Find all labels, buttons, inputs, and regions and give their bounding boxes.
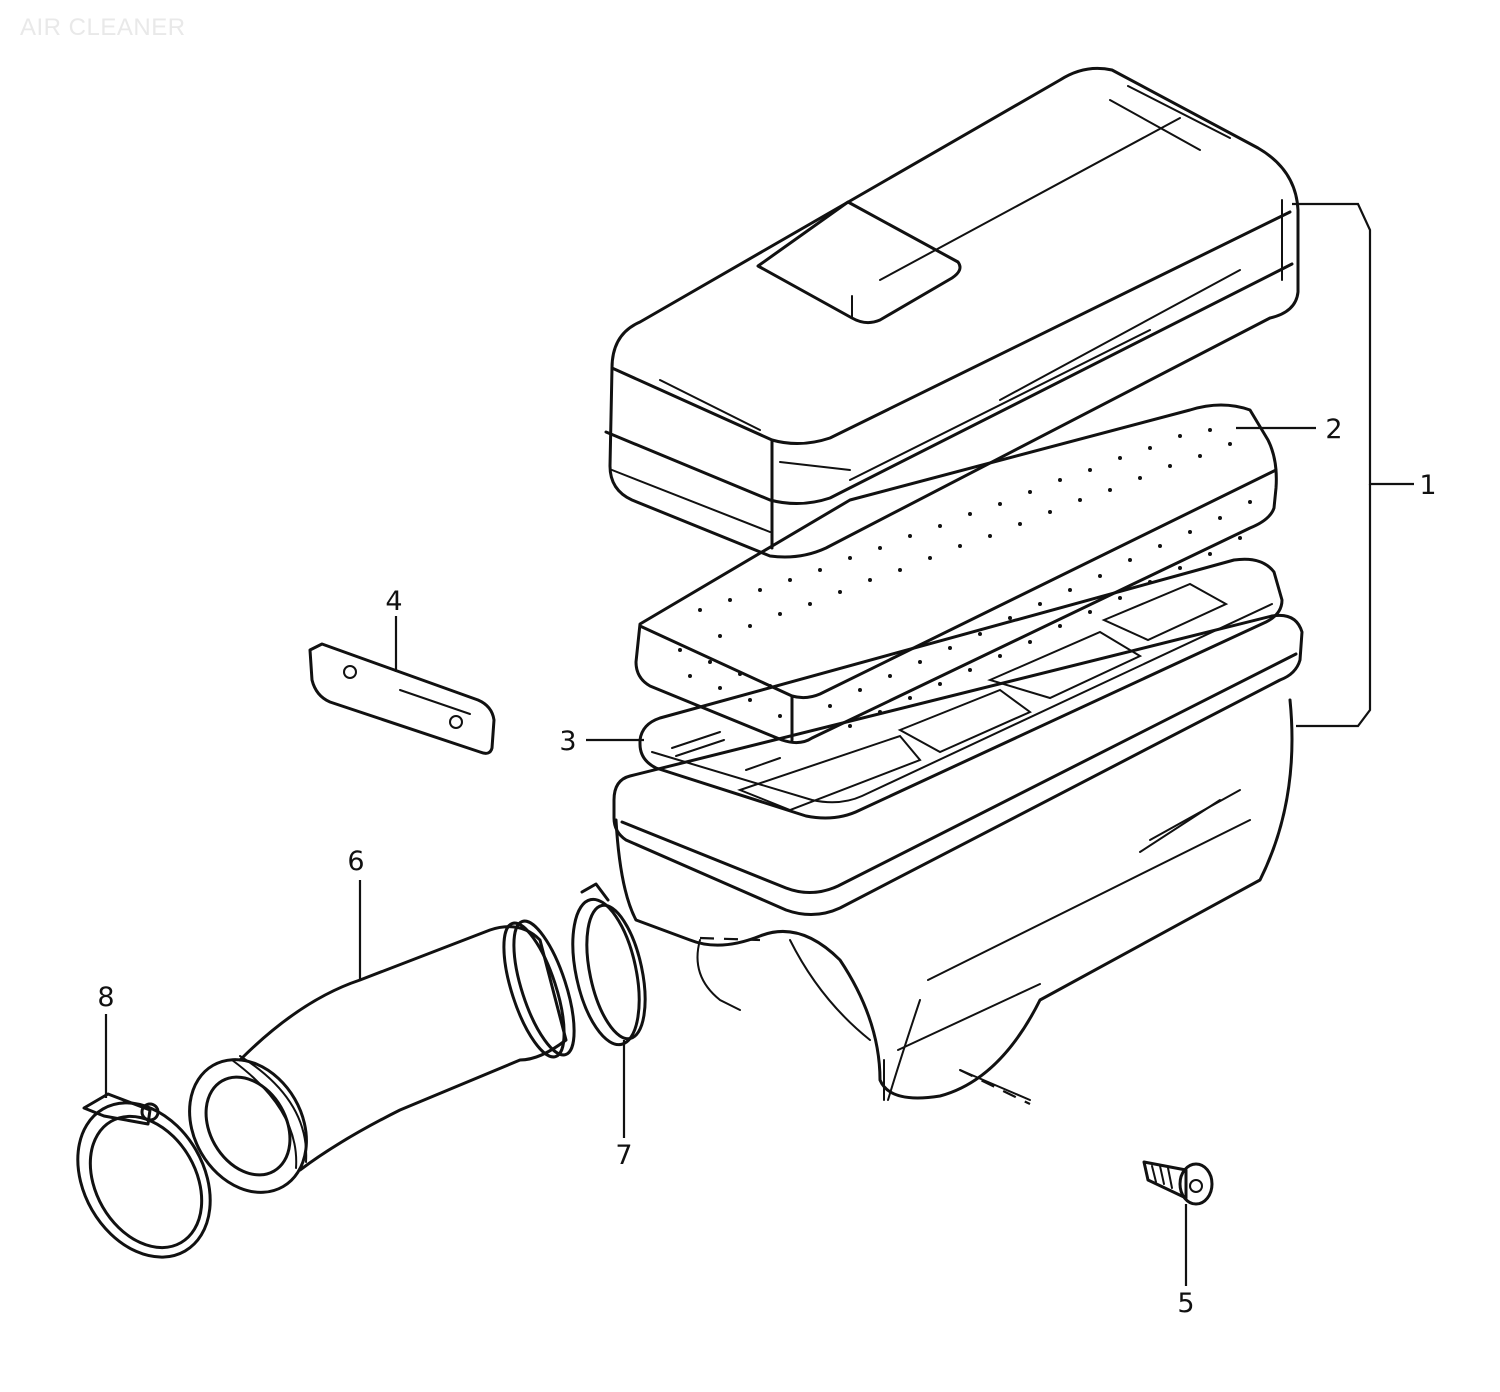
bracket-plate	[308, 642, 496, 755]
callout-1: 1	[1419, 470, 1436, 501]
outlet-tube	[188, 919, 576, 1194]
air-cleaner-case	[612, 613, 1304, 1101]
callout-4: 4	[385, 586, 402, 617]
callout-6: 6	[347, 846, 364, 877]
air-cleaner-cap	[604, 66, 1300, 559]
screw	[1142, 1160, 1214, 1206]
element-holder-plate	[638, 557, 1284, 820]
callout-5: 5	[1177, 1288, 1194, 1319]
hose-clamp-small	[571, 882, 647, 1047]
hose-clamp-large	[76, 1092, 212, 1259]
callout-2: 2	[1325, 414, 1342, 445]
filter-element	[634, 403, 1278, 745]
callout-8: 8	[97, 982, 114, 1013]
leader-lines	[104, 202, 1414, 1286]
callout-labels: 1 2 3 4 5 6 7 8	[97, 414, 1436, 1319]
callout-7: 7	[615, 1140, 632, 1171]
callout-3: 3	[559, 726, 576, 757]
watermark-title: AIR CLEANER	[20, 14, 186, 41]
